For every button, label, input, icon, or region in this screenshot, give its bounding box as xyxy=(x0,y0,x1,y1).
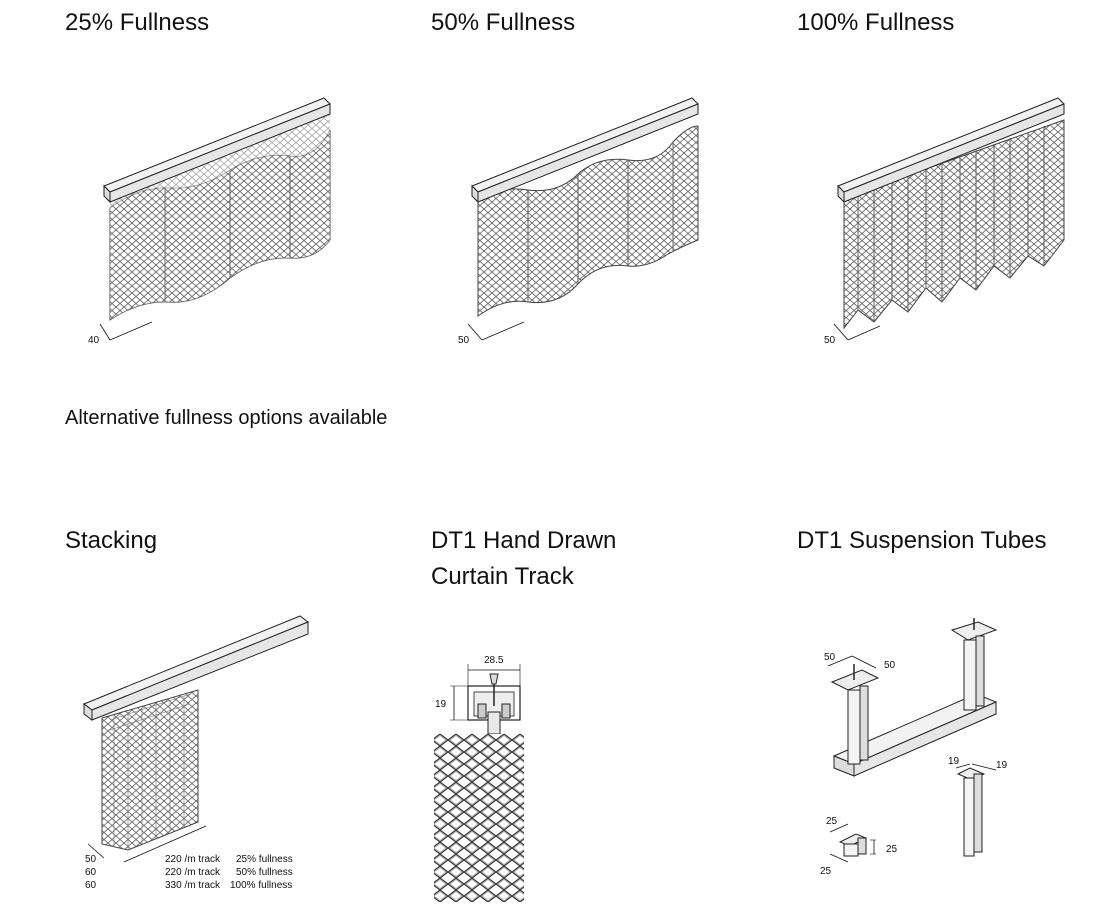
dim-100: 50 xyxy=(824,335,836,346)
fullness-note: Alternative fullness options available xyxy=(65,407,388,429)
panel-title-track-1: DT1 Hand Drawn xyxy=(431,527,617,554)
stack-track-1: 220 /m track xyxy=(165,854,221,865)
suspension-tubes-diagram: 50 50 19 19 25 25 25 xyxy=(820,618,1008,877)
track-width-dim: 28.5 xyxy=(484,655,504,666)
dim-25: 40 xyxy=(88,335,100,346)
curtain-50-diagram: 50 xyxy=(458,97,699,346)
bracket-dim-a: 25 xyxy=(826,816,838,827)
curtain-25-diagram: 40 xyxy=(88,97,331,346)
tube-dim-a: 19 xyxy=(948,756,960,767)
curtain-100-diagram: 50 xyxy=(824,97,1065,346)
stack-depth-2: 60 xyxy=(85,867,97,878)
track-section-diagram: 28.5 19 xyxy=(434,655,524,902)
stacking-diagram: 50 60 60 220 /m track 220 /m track 330 /… xyxy=(82,615,310,891)
stack-depth-3: 60 xyxy=(85,880,97,891)
tube-dim-b: 19 xyxy=(996,760,1008,771)
panel-title-tubes: DT1 Suspension Tubes xyxy=(797,527,1047,554)
stack-track-3: 330 /m track xyxy=(165,880,221,891)
plate-dim-b: 50 xyxy=(884,660,896,671)
stack-depth-1: 50 xyxy=(85,854,97,865)
panel-title-stacking: Stacking xyxy=(65,527,158,554)
plate-dim-a: 50 xyxy=(824,652,836,663)
panel-title-25: 25% Fullness xyxy=(65,9,210,36)
track-height-dim: 19 xyxy=(435,699,447,710)
stack-fullness-3: 100% fullness xyxy=(230,880,292,891)
stack-fullness-1: 25% fullness xyxy=(236,854,293,865)
panel-title-100: 100% Fullness xyxy=(797,9,955,36)
stack-fullness-2: 50% fullness xyxy=(236,867,293,878)
bracket-dim-b: 25 xyxy=(886,844,898,855)
stack-track-2: 220 /m track xyxy=(165,867,221,878)
dim-50: 50 xyxy=(458,335,470,346)
bracket-dim-c: 25 xyxy=(820,866,832,877)
panel-title-50: 50% Fullness xyxy=(431,9,576,36)
panel-title-track-2: Curtain Track xyxy=(431,563,574,590)
